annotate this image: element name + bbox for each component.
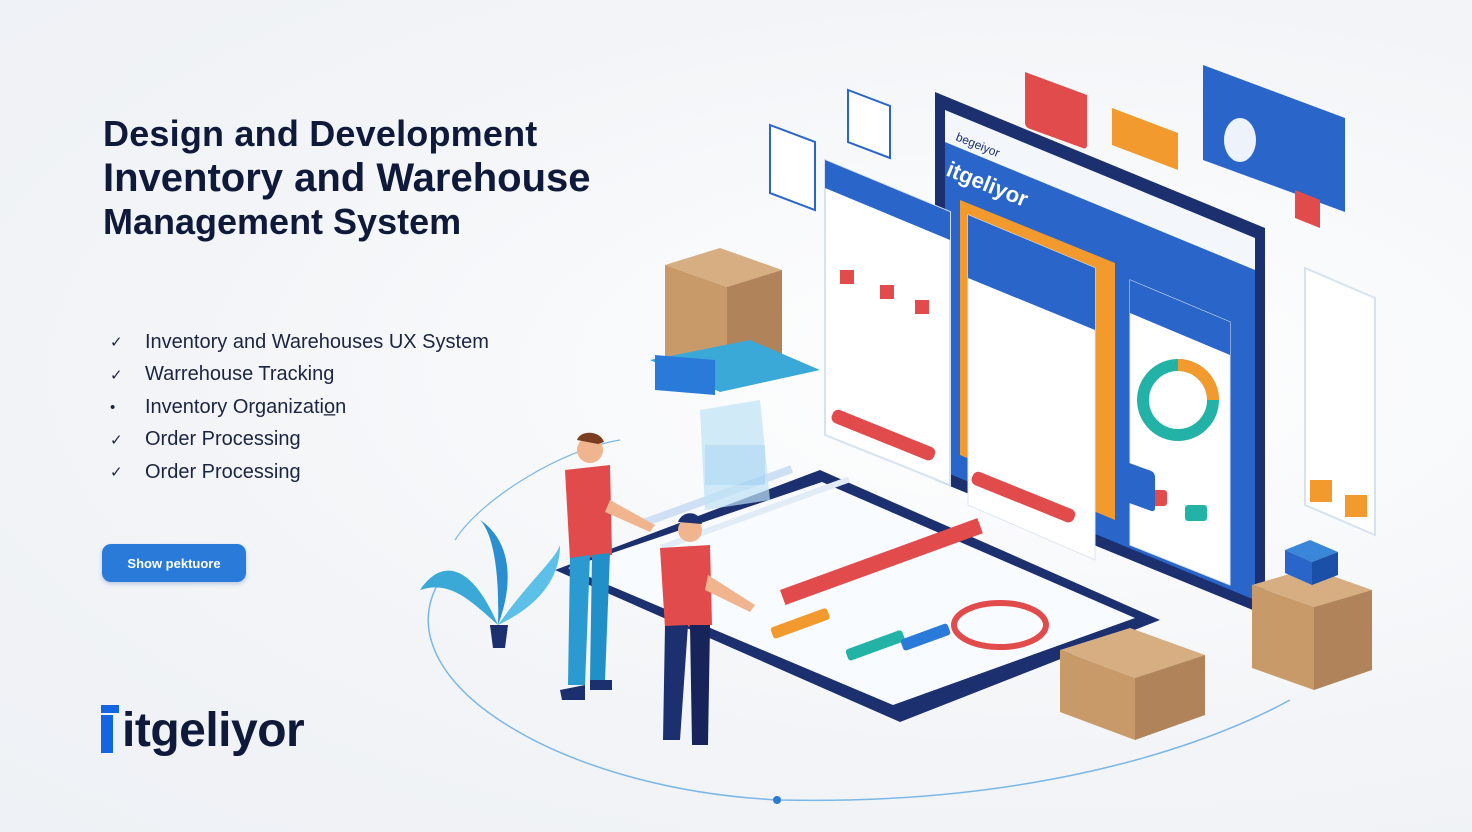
boxes-right xyxy=(1252,540,1372,690)
main-monitor: begeiyor itgeliyor xyxy=(935,92,1265,615)
brand-logo[interactable]: itgeliyor xyxy=(98,700,305,760)
person-standing xyxy=(560,432,655,700)
feature-item: ✓ Order Processing xyxy=(110,456,489,489)
base-tablet xyxy=(555,465,1160,722)
feature-label: Warrehouse Tracking xyxy=(145,363,335,386)
title-line-1: Design and Development xyxy=(103,113,538,154)
brand-logo-text: itgeliyor xyxy=(122,703,305,757)
warehouse-illustration: begeiyor itgeliyor xyxy=(420,65,1376,804)
boxes-bottom xyxy=(1060,628,1205,740)
show-more-button[interactable]: Show pektuore xyxy=(102,544,246,582)
boxes-upper xyxy=(650,248,820,395)
title-line-2: Inventory and Warehouse xyxy=(103,156,591,200)
feature-item: • Inventory Organizatio̲n xyxy=(110,391,489,424)
feature-label: Inventory and Warehouses UX System xyxy=(145,330,489,353)
feature-label: Inventory Organizatio̲n xyxy=(145,395,347,418)
hologram xyxy=(700,400,770,510)
plant xyxy=(420,520,560,648)
check-icon: ✓ xyxy=(110,431,123,449)
itgeliyor-logo-mark-icon xyxy=(98,705,120,755)
floating-panel-right xyxy=(1304,266,1376,537)
title-line-3: Management System xyxy=(103,201,462,242)
feature-item: ✓ Order Processing xyxy=(110,424,489,457)
feature-item: ✓ Warrehouse Tracking xyxy=(110,359,489,392)
check-icon: ✓ xyxy=(110,366,123,384)
check-icon: ✓ xyxy=(110,334,123,352)
floating-cards xyxy=(769,65,1345,512)
bullet-icon: • xyxy=(110,398,116,416)
feature-label: Order Processing xyxy=(145,428,301,451)
feature-item: ✓ Inventory and Warehouses UX System xyxy=(110,326,489,359)
feature-list: ✓ Inventory and Warehouses UX System ✓ W… xyxy=(110,326,489,489)
card-blue-small xyxy=(1115,459,1155,512)
floating-panel-left xyxy=(824,158,951,487)
check-icon: ✓ xyxy=(110,464,123,482)
hero-title: Design and Development Inventory and War… xyxy=(103,112,703,244)
orbit-dot xyxy=(773,796,781,804)
person-front xyxy=(660,513,755,745)
feature-label: Order Processing xyxy=(145,460,301,483)
